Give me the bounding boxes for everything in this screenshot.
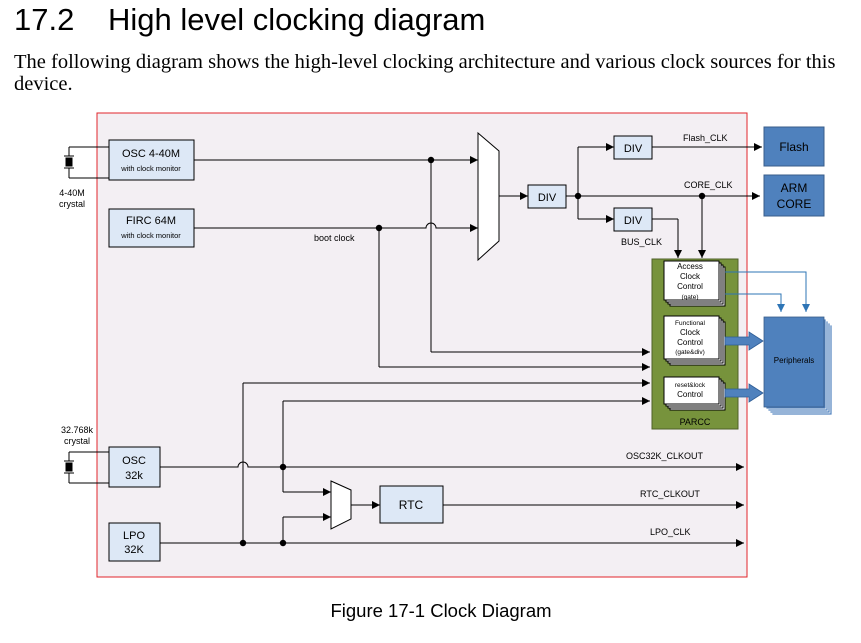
svg-text:Access: Access — [677, 262, 703, 271]
svg-text:Control: Control — [677, 390, 703, 399]
div-main-block: DIV — [527, 184, 567, 209]
svg-text:FIRC 64M: FIRC 64M — [126, 215, 176, 227]
peripherals-block: Peripherals — [763, 316, 833, 416]
functional-to-peripherals-arrow — [724, 331, 764, 351]
osc32k-block: OSC 32k — [108, 446, 161, 488]
svg-text:(gate): (gate) — [682, 294, 699, 301]
osc-fast-block: OSC 4-40M with clock monitor — [108, 139, 195, 181]
rtc-clkout-label: RTC_CLKOUT — [640, 489, 700, 499]
intro-paragraph: The following diagram shows the high-lev… — [14, 51, 836, 95]
svg-text:ARM: ARM — [781, 181, 808, 195]
rtc-mux — [330, 480, 352, 530]
svg-text:LPO: LPO — [123, 530, 145, 542]
rtc-block: RTC — [379, 485, 444, 524]
flash-block: Flash — [763, 126, 825, 167]
svg-text:32k: 32k — [125, 470, 143, 482]
svg-text:RTC: RTC — [399, 498, 424, 512]
svg-text:(gate&div): (gate&div) — [675, 349, 705, 356]
crystal-slow-symbol — [64, 451, 109, 484]
reset-to-peripherals-arrow — [724, 383, 764, 403]
lpo-block: LPO 32K — [108, 522, 161, 562]
boot-clock-label: boot clock — [314, 233, 355, 243]
svg-text:DIV: DIV — [538, 192, 557, 204]
functional-clock-control: Functional Clock Control (gate&div) — [663, 315, 726, 366]
firc-block: FIRC 64M with clock monitor — [108, 208, 195, 248]
svg-text:with clock monitor: with clock monitor — [120, 164, 181, 173]
svg-text:with clock monitor: with clock monitor — [120, 231, 181, 240]
figure-caption: Figure 17-1 Clock Diagram — [330, 600, 552, 621]
svg-text:OSC 4-40M: OSC 4-40M — [122, 148, 180, 160]
svg-text:Clock: Clock — [680, 328, 701, 337]
svg-text:PARCC: PARCC — [680, 417, 711, 427]
svg-text:Flash: Flash — [779, 140, 808, 154]
svg-text:reset&lock: reset&lock — [675, 382, 706, 389]
div-flash-block: DIV — [613, 135, 653, 160]
osc32k-clkout-label: OSC32K_CLKOUT — [626, 451, 704, 461]
slow-clock-wiring — [160, 379, 744, 547]
svg-text:Functional: Functional — [675, 320, 706, 327]
flash-clk-label: Flash_CLK — [683, 133, 728, 143]
crystal-fast-symbol — [64, 146, 109, 179]
section-title: High level clocking diagram — [108, 2, 486, 37]
svg-text:Peripherals: Peripherals — [774, 356, 814, 365]
svg-text:Control: Control — [677, 282, 703, 291]
section-heading: 17.2 High level clocking diagram — [14, 2, 485, 38]
arm-core-block: ARM CORE — [763, 174, 825, 217]
bus-clk-label: BUS_CLK — [621, 237, 662, 247]
div-bus-block: DIV — [613, 207, 653, 232]
crystal-slow-label: 32.768k — [61, 425, 94, 435]
clock-tree-wiring — [194, 143, 762, 371]
access-clock-control: Access Clock Control (gate) — [663, 260, 726, 307]
core-clk-label: CORE_CLK — [684, 180, 733, 190]
svg-text:CORE: CORE — [777, 197, 812, 211]
crystal-slow-label-2: crystal — [64, 436, 90, 446]
svg-text:32K: 32K — [124, 544, 144, 556]
crystal-fast-label: 4-40M — [59, 188, 85, 198]
svg-text:Control: Control — [677, 338, 703, 347]
svg-text:DIV: DIV — [624, 143, 643, 155]
crystal-fast-label-2: crystal — [59, 199, 85, 209]
svg-text:DIV: DIV — [624, 215, 643, 227]
svg-text:Clock: Clock — [680, 272, 701, 281]
access-to-peripherals-lines — [725, 271, 810, 312]
lpo-clk-label: LPO_CLK — [650, 527, 691, 537]
clock-diagram: 4-40M crystal 32.768k crystal OSC 4-40M … — [59, 112, 833, 578]
reset-lock-control: reset&lock Control — [663, 376, 726, 411]
section-number: 17.2 — [14, 2, 75, 37]
svg-text:OSC: OSC — [122, 455, 146, 467]
clock-mux — [477, 131, 500, 262]
